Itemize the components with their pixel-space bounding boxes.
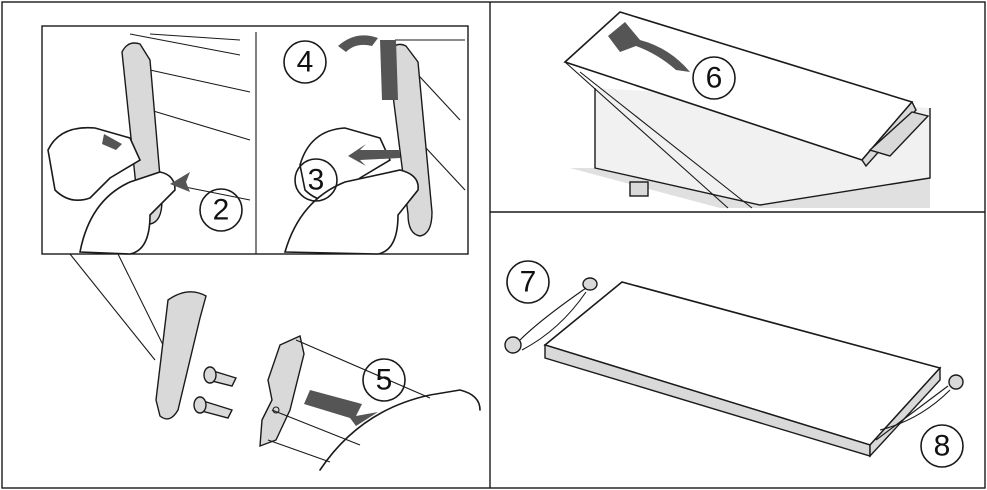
step-8-circle bbox=[920, 424, 964, 468]
cover-removed bbox=[155, 291, 207, 420]
exploded-view-step-5: 5 bbox=[155, 291, 481, 471]
step-4-label: 4 bbox=[297, 46, 314, 79]
squeeze-arrow-bottom bbox=[170, 172, 190, 192]
step-8-label: 8 bbox=[934, 430, 951, 463]
fridge-top-edge bbox=[319, 389, 481, 471]
step-4-circle bbox=[283, 40, 327, 84]
shelf-side-edge bbox=[869, 366, 941, 458]
zoom-callout-line-left bbox=[69, 253, 156, 361]
step-7-label: 7 bbox=[520, 266, 537, 299]
lid-open-arrow bbox=[608, 22, 690, 72]
mount-arrow bbox=[304, 390, 378, 426]
step-2-circle bbox=[199, 188, 243, 232]
hand-thumb bbox=[79, 171, 176, 255]
guide-line-bottom bbox=[267, 439, 331, 463]
pull-arrow bbox=[348, 144, 400, 166]
hinge-cover-part-2 bbox=[387, 43, 433, 237]
fridge-wall-lines bbox=[129, 33, 251, 201]
cap-right bbox=[948, 374, 964, 390]
inset-step-2: 2 bbox=[47, 33, 251, 255]
hand-right-thumb bbox=[283, 169, 419, 255]
cap-top bbox=[582, 277, 598, 291]
step-6-label: 6 bbox=[706, 62, 723, 95]
squeeze-arrow-top bbox=[102, 134, 122, 150]
step-7-circle bbox=[506, 260, 550, 304]
step-2-label: 2 bbox=[213, 194, 230, 227]
lid-diagonal-lines bbox=[564, 61, 753, 209]
bottom-right-panel: 7 8 bbox=[504, 260, 964, 468]
step-3-label: 3 bbox=[308, 164, 325, 197]
step-5-circle bbox=[362, 358, 406, 402]
hand-right bbox=[299, 127, 392, 201]
guide-line-top bbox=[295, 339, 431, 399]
screw-lower-head bbox=[193, 396, 207, 414]
left-panel: 2 4 3 bbox=[41, 25, 481, 471]
lid-hinge-tab bbox=[629, 181, 649, 197]
step-6-circle bbox=[692, 56, 736, 100]
lid-rear-strip bbox=[868, 111, 930, 157]
screw-upper-head bbox=[203, 366, 217, 384]
zoom-inset-frame bbox=[41, 25, 469, 255]
inset-step-3-4: 4 3 bbox=[283, 35, 466, 255]
lift-arrow-head bbox=[338, 35, 378, 52]
cap-guide-left-top bbox=[519, 287, 587, 341]
cap-guide-left-bottom bbox=[521, 291, 587, 351]
zoom-callout-line-right bbox=[117, 253, 169, 356]
hinge-bracket bbox=[259, 335, 305, 448]
cap-left bbox=[504, 336, 522, 354]
lift-arrow-shaft bbox=[380, 40, 398, 100]
step-5-label: 5 bbox=[376, 364, 393, 397]
step-3-circle bbox=[294, 158, 338, 202]
cap-guide-right-curve bbox=[879, 389, 951, 431]
cap-guide-right bbox=[875, 385, 949, 441]
top-right-panel: 6 bbox=[563, 11, 931, 209]
